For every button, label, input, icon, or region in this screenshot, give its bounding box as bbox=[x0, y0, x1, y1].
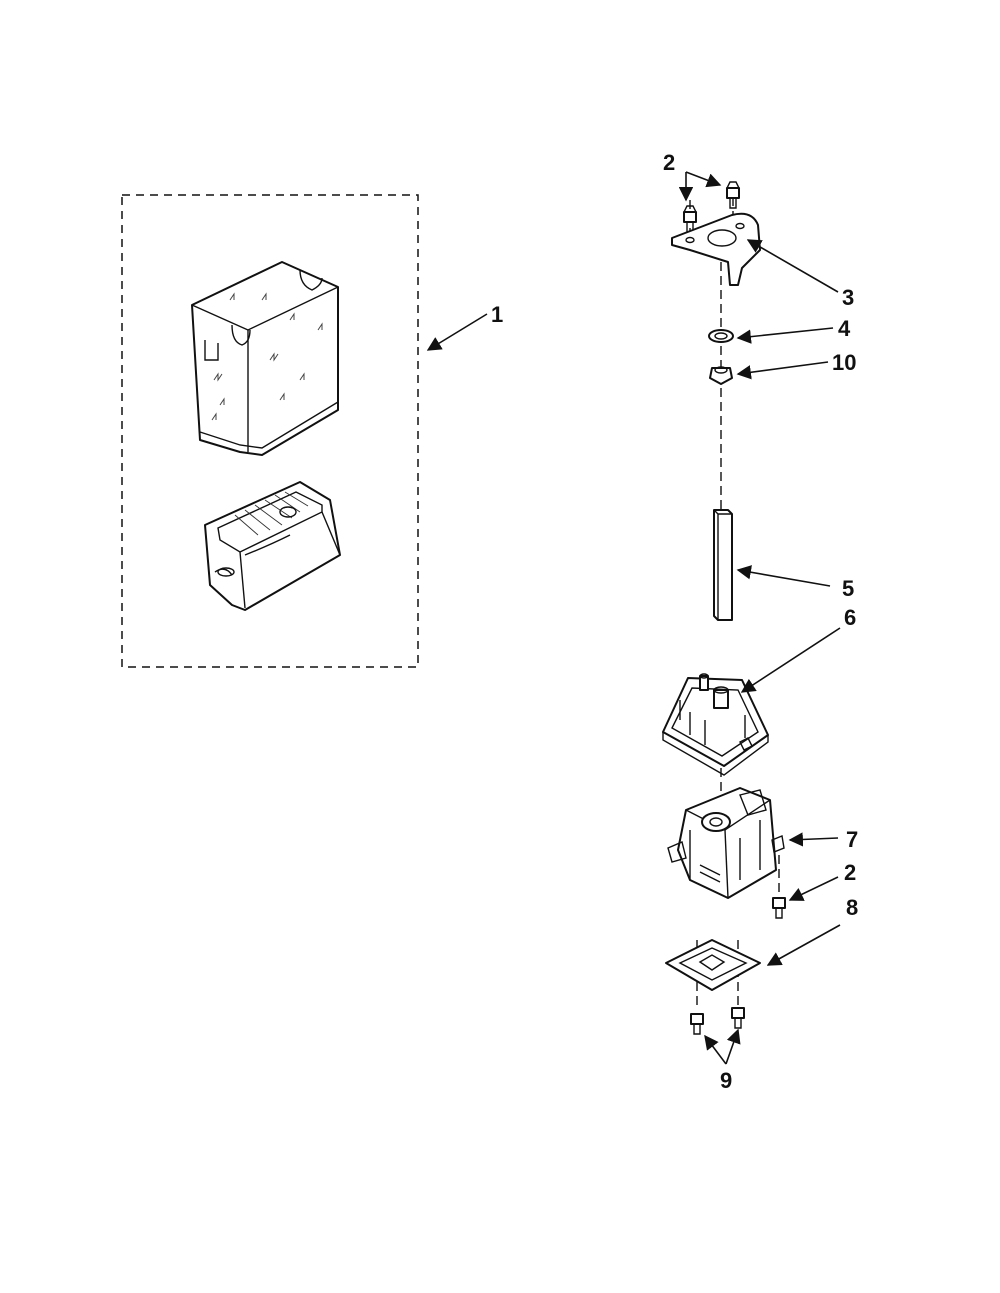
callout-5: 5 bbox=[842, 576, 854, 601]
leader-1 bbox=[426, 313, 488, 351]
nut-part bbox=[709, 366, 733, 385]
bracket-part bbox=[671, 212, 761, 286]
callout-2-top: 2 bbox=[663, 150, 675, 175]
leader-4 bbox=[736, 327, 834, 344]
gasket-part bbox=[665, 939, 761, 991]
callout-8: 8 bbox=[846, 895, 858, 920]
leader-6 bbox=[740, 627, 841, 693]
washer-part bbox=[708, 329, 734, 343]
leader-8 bbox=[766, 924, 841, 966]
leader-2-mid bbox=[788, 876, 839, 901]
bucket-base-part bbox=[204, 481, 341, 611]
callout-2-mid: 2 bbox=[844, 860, 856, 885]
callout-10: 10 bbox=[832, 350, 856, 375]
leader-5 bbox=[736, 565, 831, 587]
leader-10 bbox=[736, 361, 829, 380]
bucket-cover-part bbox=[191, 261, 339, 456]
motor-part bbox=[667, 787, 785, 899]
shaft-part bbox=[713, 509, 733, 621]
leader-3 bbox=[746, 239, 839, 293]
kit-group: 1 bbox=[121, 194, 503, 668]
leader-7 bbox=[788, 832, 839, 847]
kit-dashed-box bbox=[121, 194, 419, 668]
leader-9-right bbox=[725, 1028, 741, 1065]
leader-9-left bbox=[704, 1034, 727, 1065]
callout-6: 6 bbox=[844, 605, 856, 630]
callout-4: 4 bbox=[838, 316, 851, 341]
leader-2-top-right bbox=[685, 171, 722, 188]
screw-part-side bbox=[772, 897, 786, 919]
housing-cover-part bbox=[662, 673, 769, 776]
callout-1: 1 bbox=[491, 302, 503, 327]
callout-9: 9 bbox=[720, 1068, 732, 1093]
callout-3: 3 bbox=[842, 285, 854, 310]
callout-7: 7 bbox=[846, 827, 858, 852]
screw-part-bottom bbox=[690, 1007, 745, 1035]
